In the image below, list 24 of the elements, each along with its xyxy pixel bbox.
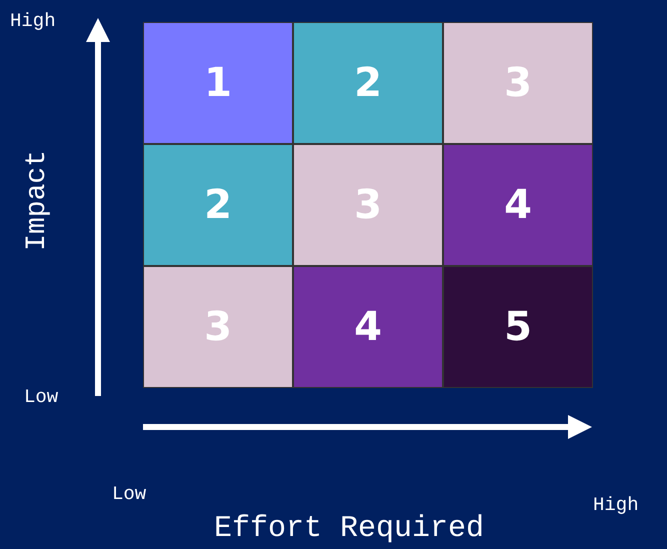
priority-number: 2 [204,182,232,228]
priority-number: 3 [504,60,532,106]
axis-end-label: High [10,10,56,32]
matrix-cell [143,266,293,388]
matrix-cell [293,22,443,144]
priority-number: 1 [204,60,232,106]
matrix-cell [443,144,593,266]
priority-number: 5 [504,304,532,350]
matrix-cell [293,266,443,388]
matrix-cell [143,144,293,266]
priority-number: 4 [504,182,532,228]
priority-number: 4 [354,304,382,350]
priority-number: 3 [354,182,382,228]
axis-title: Effort Required [214,512,484,546]
axis-title: Impact [22,150,53,251]
axis-end-label: Low [24,386,58,408]
matrix-cell [443,266,593,388]
matrix-cell [293,144,443,266]
matrix-cell [143,22,293,144]
matrix-cell [443,22,593,144]
priority-number: 2 [354,60,382,106]
axis-end-label: Low [112,483,146,505]
axis-end-label: High [593,494,639,516]
priority-number: 3 [204,304,232,350]
